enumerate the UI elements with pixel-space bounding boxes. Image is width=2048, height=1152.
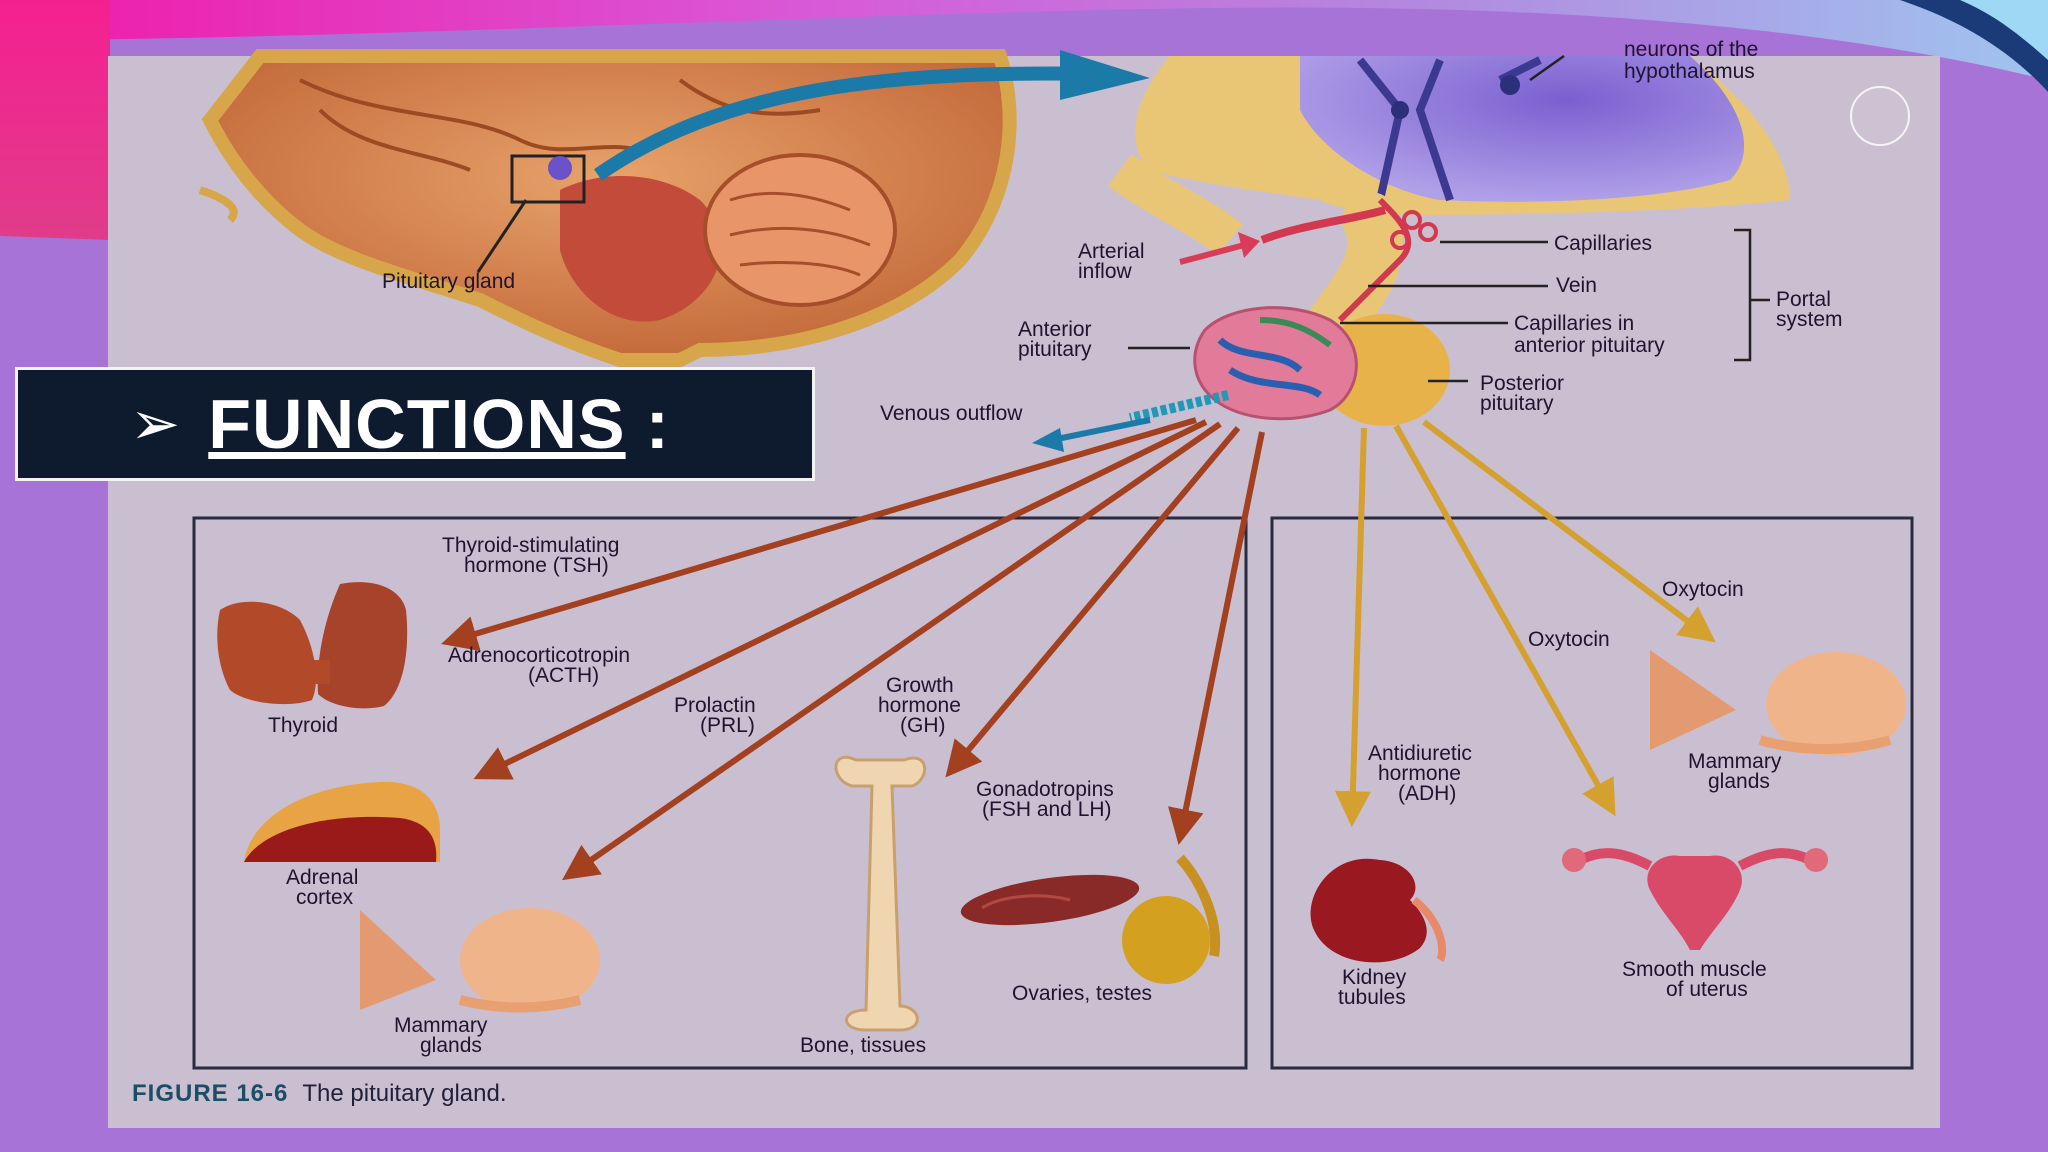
label-uterus-2: of uterus [1666,978,1748,1001]
functions-heading-banner: ➢ FUNCTIONS : [15,367,815,481]
label-arterial-inflow-2: inflow [1078,260,1133,283]
figure-caption: FIGURE 16-6 The pituitary gland. [132,1080,507,1108]
label-mammary-left-1: Mammary [394,1014,488,1037]
label-posterior-1: Posterior [1480,372,1564,395]
label-adrenal-1: Adrenal [286,866,358,889]
label-gonado-2: (FSH and LH) [982,798,1112,821]
label-acth-1: Adrenocorticotropin [448,644,630,667]
label-pituitary-gland: Pituitary gland [382,270,515,293]
label-venous-outflow: Venous outflow [880,402,1023,425]
figure-caption-number: FIGURE 16-6 [132,1080,289,1107]
label-capillaries-ap-2: anterior pituitary [1514,334,1665,357]
uterus-illustration [1562,848,1828,950]
label-hypothalamus-top: neurons of the [1624,38,1758,61]
label-adh-2: hormone [1378,762,1461,785]
label-capillaries: Capillaries [1554,232,1652,255]
label-mammary-left-2: glands [420,1034,482,1057]
label-uterus-1: Smooth muscle [1622,958,1767,981]
label-anterior-2: pituitary [1018,338,1092,361]
adrenal-illustration [244,781,440,862]
kidney-illustration [1310,858,1447,963]
label-mammary-right-2: glands [1708,770,1770,793]
mammary-right-illustration [1650,650,1906,756]
label-prl-1: Prolactin [674,694,756,717]
anterior-targets-panel [192,516,1248,1070]
page-number-badge [1850,86,1910,146]
ovaries-testes-illustration [960,854,1221,984]
label-kidney-2: tubules [1338,986,1406,1009]
arterial-arrow [1179,241,1249,265]
label-mammary-right-1: Mammary [1688,750,1782,773]
mammary-left-illustration [360,908,600,1013]
venous-arrow [1051,417,1151,443]
label-kidney-1: Kidney [1342,966,1407,989]
arrow-bullet-icon: ➢ [130,389,181,459]
heading-colon: : [645,385,669,463]
left-decor-band [0,0,110,240]
label-gh-3: (GH) [900,714,946,737]
hypothalamus-illustration [1108,56,1790,256]
label-gh-1: Growth [886,674,954,697]
anterior-hormone-arrows [441,417,1265,881]
label-tsh-1: Thyroid-stimulating [442,534,619,557]
label-anterior-1: Anterior [1018,318,1092,341]
label-bone: Bone, tissues [800,1034,926,1057]
label-adh-3: (ADH) [1398,782,1456,805]
label-adrenal-2: cortex [296,886,354,909]
label-portal-1: Portal [1776,288,1831,311]
heading-title: FUNCTIONS [208,385,626,463]
label-ovaries: Ovaries, testes [1012,982,1152,1005]
posterior-hormone-arrows [1334,419,1716,828]
label-prl-2: (PRL) [700,714,755,737]
brain-illustration [198,49,1017,367]
label-oxytocin-a: Oxytocin [1662,578,1744,601]
thyroid-illustration [217,582,408,709]
label-tsh-2: hormone (TSH) [464,554,609,577]
label-portal-2: system [1776,308,1843,331]
top-decor-band [0,0,2048,80]
pituitary-illustration [1128,192,1450,426]
label-gonado-1: Gonadotropins [976,778,1114,801]
label-vein: Vein [1556,274,1597,297]
label-hypothalamus: hypothalamus [1624,60,1755,83]
label-adh-1: Antidiuretic [1368,742,1472,765]
figure-caption-text: The pituitary gland. [302,1080,507,1107]
bone-illustration [834,756,927,1032]
zoom-arrow [594,66,1101,181]
label-thyroid: Thyroid [268,714,338,737]
label-acth-2: (ACTH) [528,664,599,687]
posterior-targets-panel [1270,516,1914,1070]
label-oxytocin-b: Oxytocin [1528,628,1610,651]
label-arterial-inflow-1: Arterial [1078,240,1145,263]
label-gh-2: hormone [878,694,961,717]
label-posterior-2: pituitary [1480,392,1554,415]
label-capillaries-ap-1: Capillaries in [1514,312,1634,335]
